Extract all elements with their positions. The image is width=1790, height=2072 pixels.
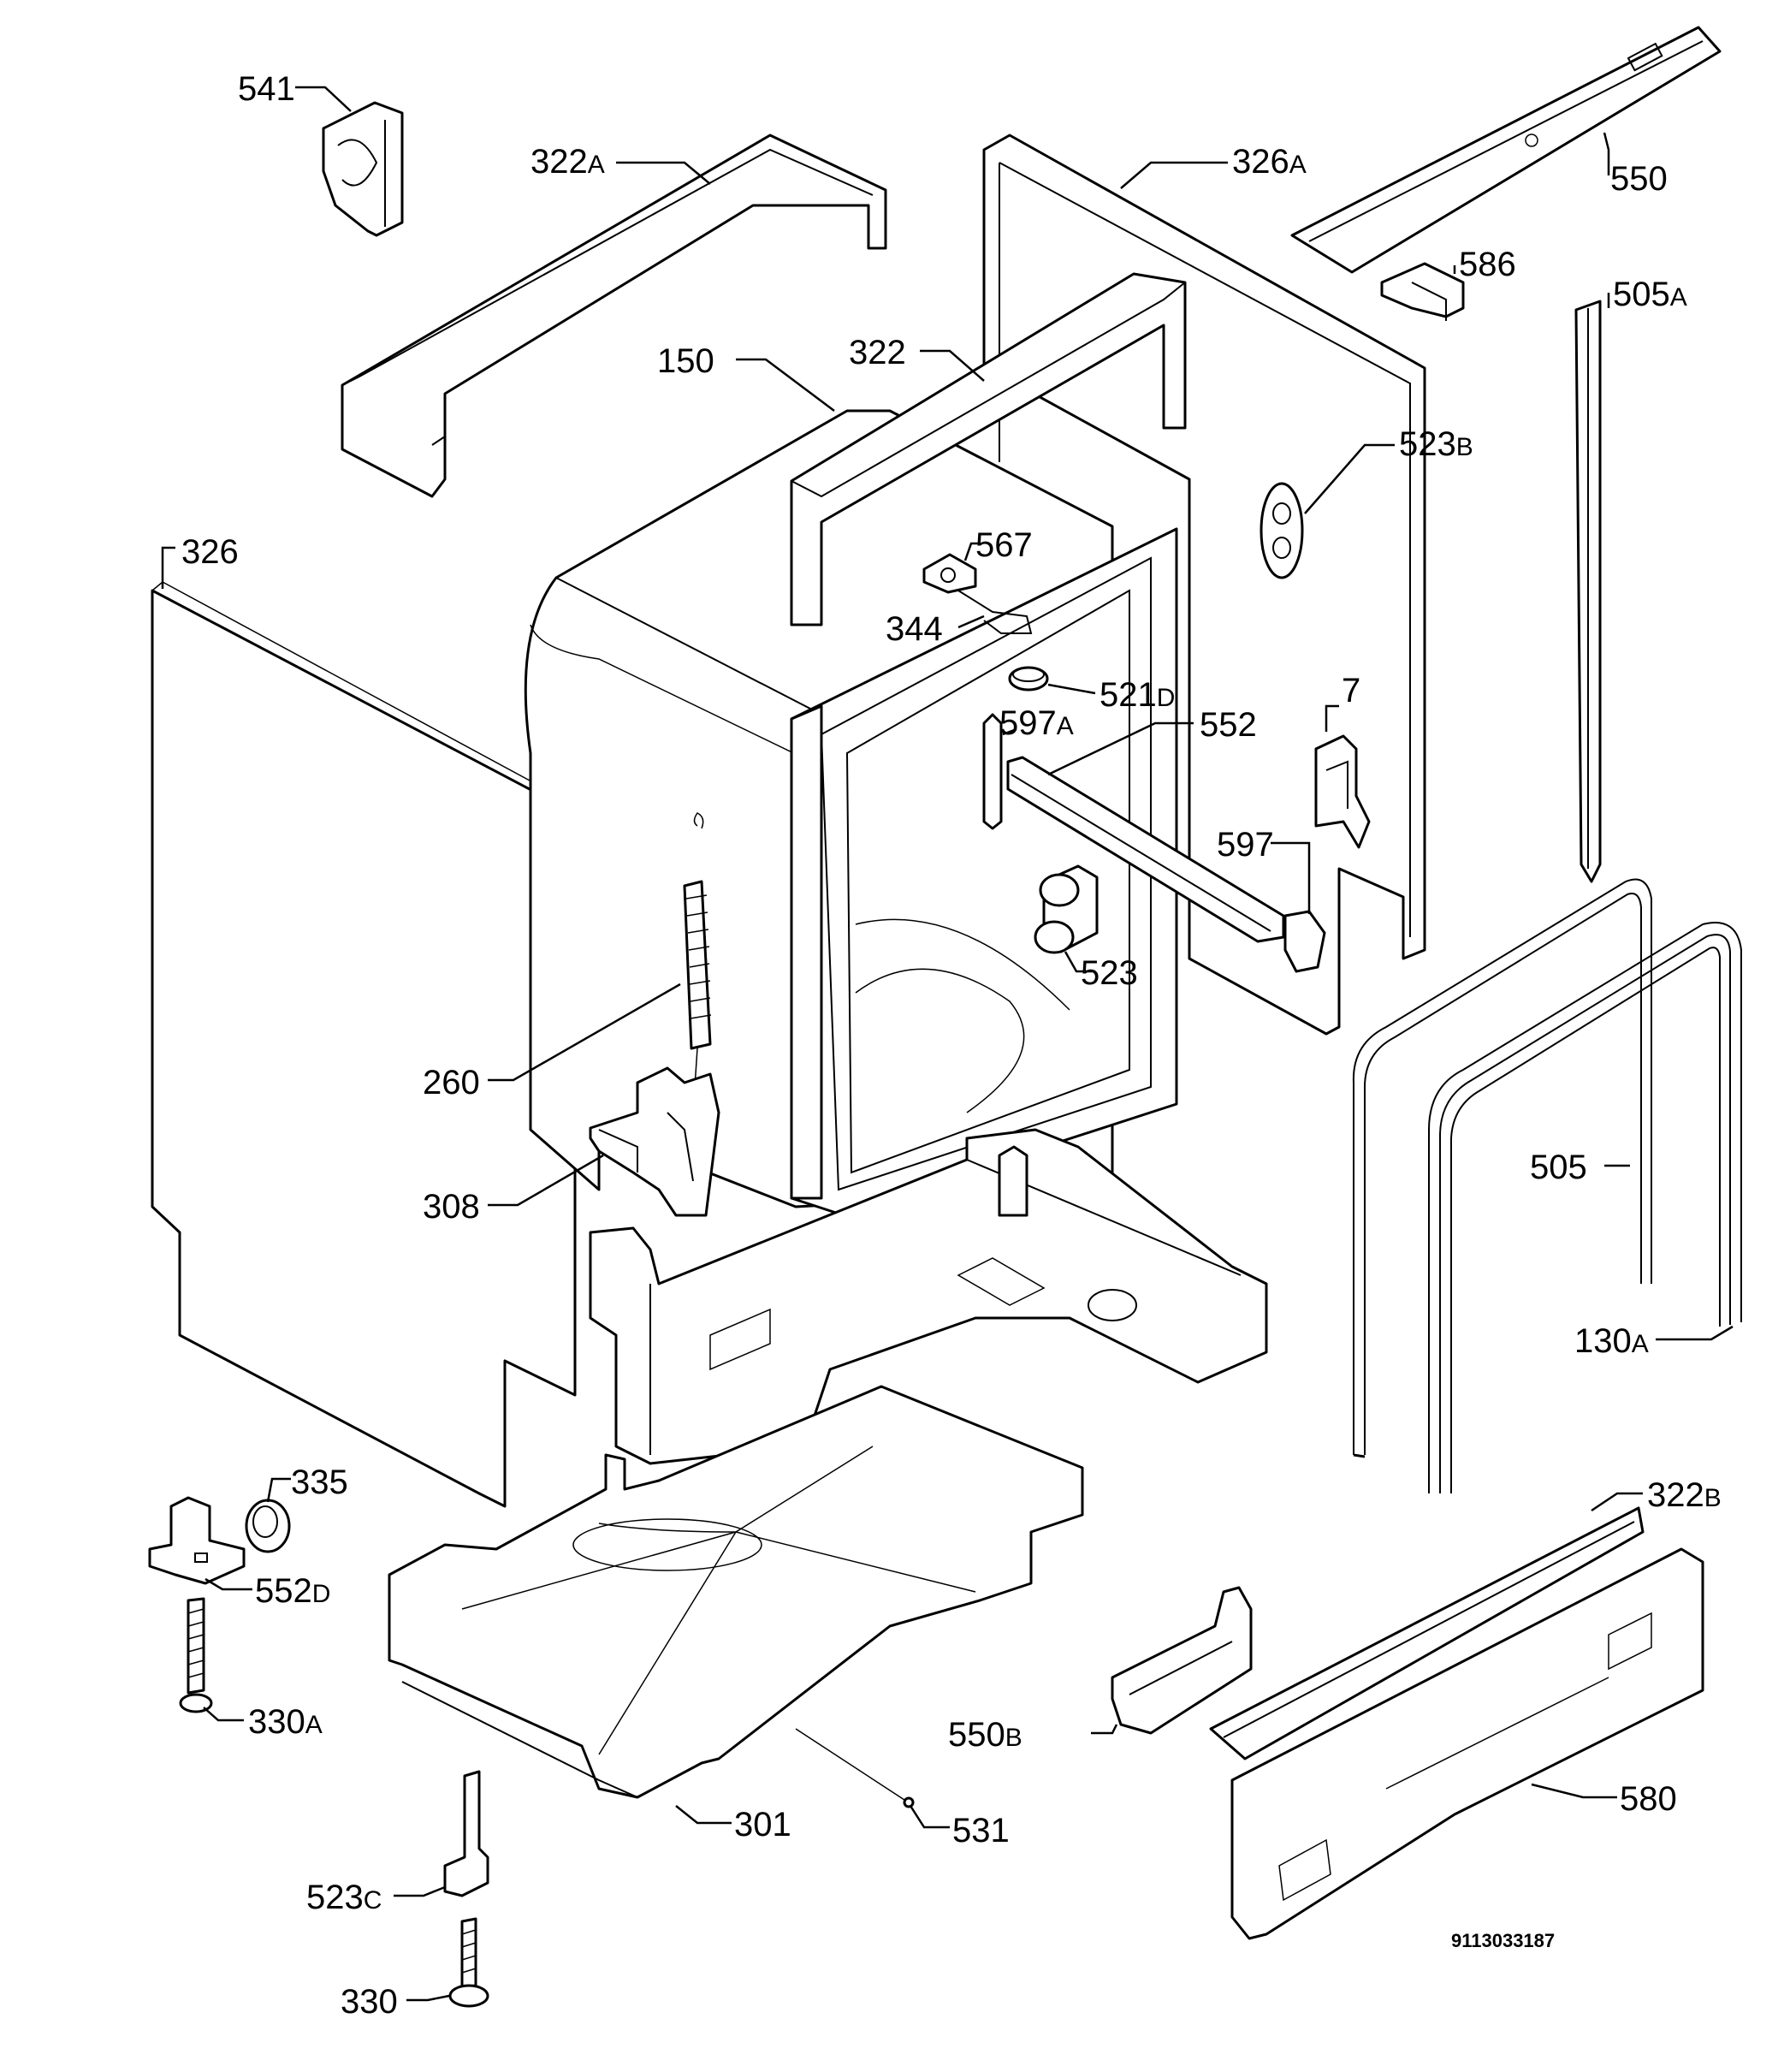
part-301-base-tray xyxy=(388,1385,1084,1799)
part-586-bracket xyxy=(1380,262,1465,321)
callout-335: 335 xyxy=(291,1463,348,1501)
callout-7: 7 xyxy=(1342,672,1360,709)
part-523c-pin-holder xyxy=(443,1770,489,1897)
part-330a-screw xyxy=(179,1597,213,1713)
part-base-frame xyxy=(589,1128,1268,1465)
part-322-upper-crossbar xyxy=(790,272,1187,626)
callout-labels: 541 322A 326A 550 586 505A 322 150 523B … xyxy=(181,70,1722,2021)
callout-308: 308 xyxy=(423,1188,480,1226)
callout-550b: 550B xyxy=(948,1716,1022,1754)
callout-552: 552 xyxy=(1200,706,1257,744)
part-322b-lower-strip xyxy=(1209,1506,1645,1760)
callout-322: 322 xyxy=(849,334,906,371)
callout-326: 326 xyxy=(181,533,239,571)
callout-330: 330 xyxy=(341,1983,398,2021)
callout-326a: 326A xyxy=(1232,143,1307,181)
part-521d-cap xyxy=(1008,666,1049,692)
callout-523b: 523B xyxy=(1399,425,1473,463)
callout-505a: 505A xyxy=(1613,276,1687,313)
part-130a-u-seal xyxy=(1428,922,1742,1493)
part-580-lower-panel xyxy=(1230,1547,1704,1940)
part-505a-vertical-strip xyxy=(1574,300,1602,883)
part-260-spring xyxy=(683,812,712,1092)
callout-550: 550 xyxy=(1610,160,1668,198)
callout-531: 531 xyxy=(952,1812,1010,1849)
callout-597: 597 xyxy=(1217,826,1274,864)
callout-541: 541 xyxy=(238,70,295,108)
part-567-344-latch xyxy=(922,553,1033,634)
callout-322b: 322B xyxy=(1647,1476,1722,1514)
part-330-screw xyxy=(448,1917,489,2008)
callout-322a: 322A xyxy=(530,143,605,181)
callout-552d: 552D xyxy=(255,1572,330,1610)
part-505-u-seal xyxy=(1352,878,1652,1458)
part-531-rod xyxy=(795,1728,915,1808)
callout-523c: 523C xyxy=(306,1879,382,1916)
callout-580: 580 xyxy=(1620,1780,1677,1818)
callout-150: 150 xyxy=(657,342,714,380)
part-326-left-side-panel xyxy=(151,581,584,1508)
callout-301: 301 xyxy=(734,1806,791,1843)
part-335-gear xyxy=(245,1499,291,1553)
part-523-double-grommet xyxy=(1034,864,1099,954)
callout-523: 523 xyxy=(1081,954,1138,992)
callout-521d: 521D xyxy=(1099,676,1175,714)
part-597a-clip xyxy=(982,713,1003,830)
part-552-rail xyxy=(1006,756,1285,943)
part-523b-round-grommet xyxy=(1260,482,1304,579)
part-552d-motor xyxy=(148,1496,246,1585)
callout-260: 260 xyxy=(423,1064,480,1101)
callout-344: 344 xyxy=(886,610,943,648)
part-550-top-strip xyxy=(1290,26,1722,274)
part-541-clip xyxy=(322,101,404,237)
callout-597a: 597A xyxy=(999,704,1074,742)
callout-567: 567 xyxy=(975,526,1033,564)
callout-505: 505 xyxy=(1530,1149,1587,1186)
document-number: 9113033187 xyxy=(1451,1930,1555,1951)
part-7-hinge-plate xyxy=(1314,734,1371,849)
leader-lines xyxy=(161,86,1734,2002)
callout-586: 586 xyxy=(1459,246,1516,283)
callout-330a: 330A xyxy=(248,1703,323,1741)
part-550b-bracket xyxy=(1111,1586,1253,1735)
callout-130a: 130A xyxy=(1574,1322,1649,1360)
part-322a-top-brace xyxy=(341,134,887,498)
part-308-hinge-assembly xyxy=(589,1066,720,1217)
